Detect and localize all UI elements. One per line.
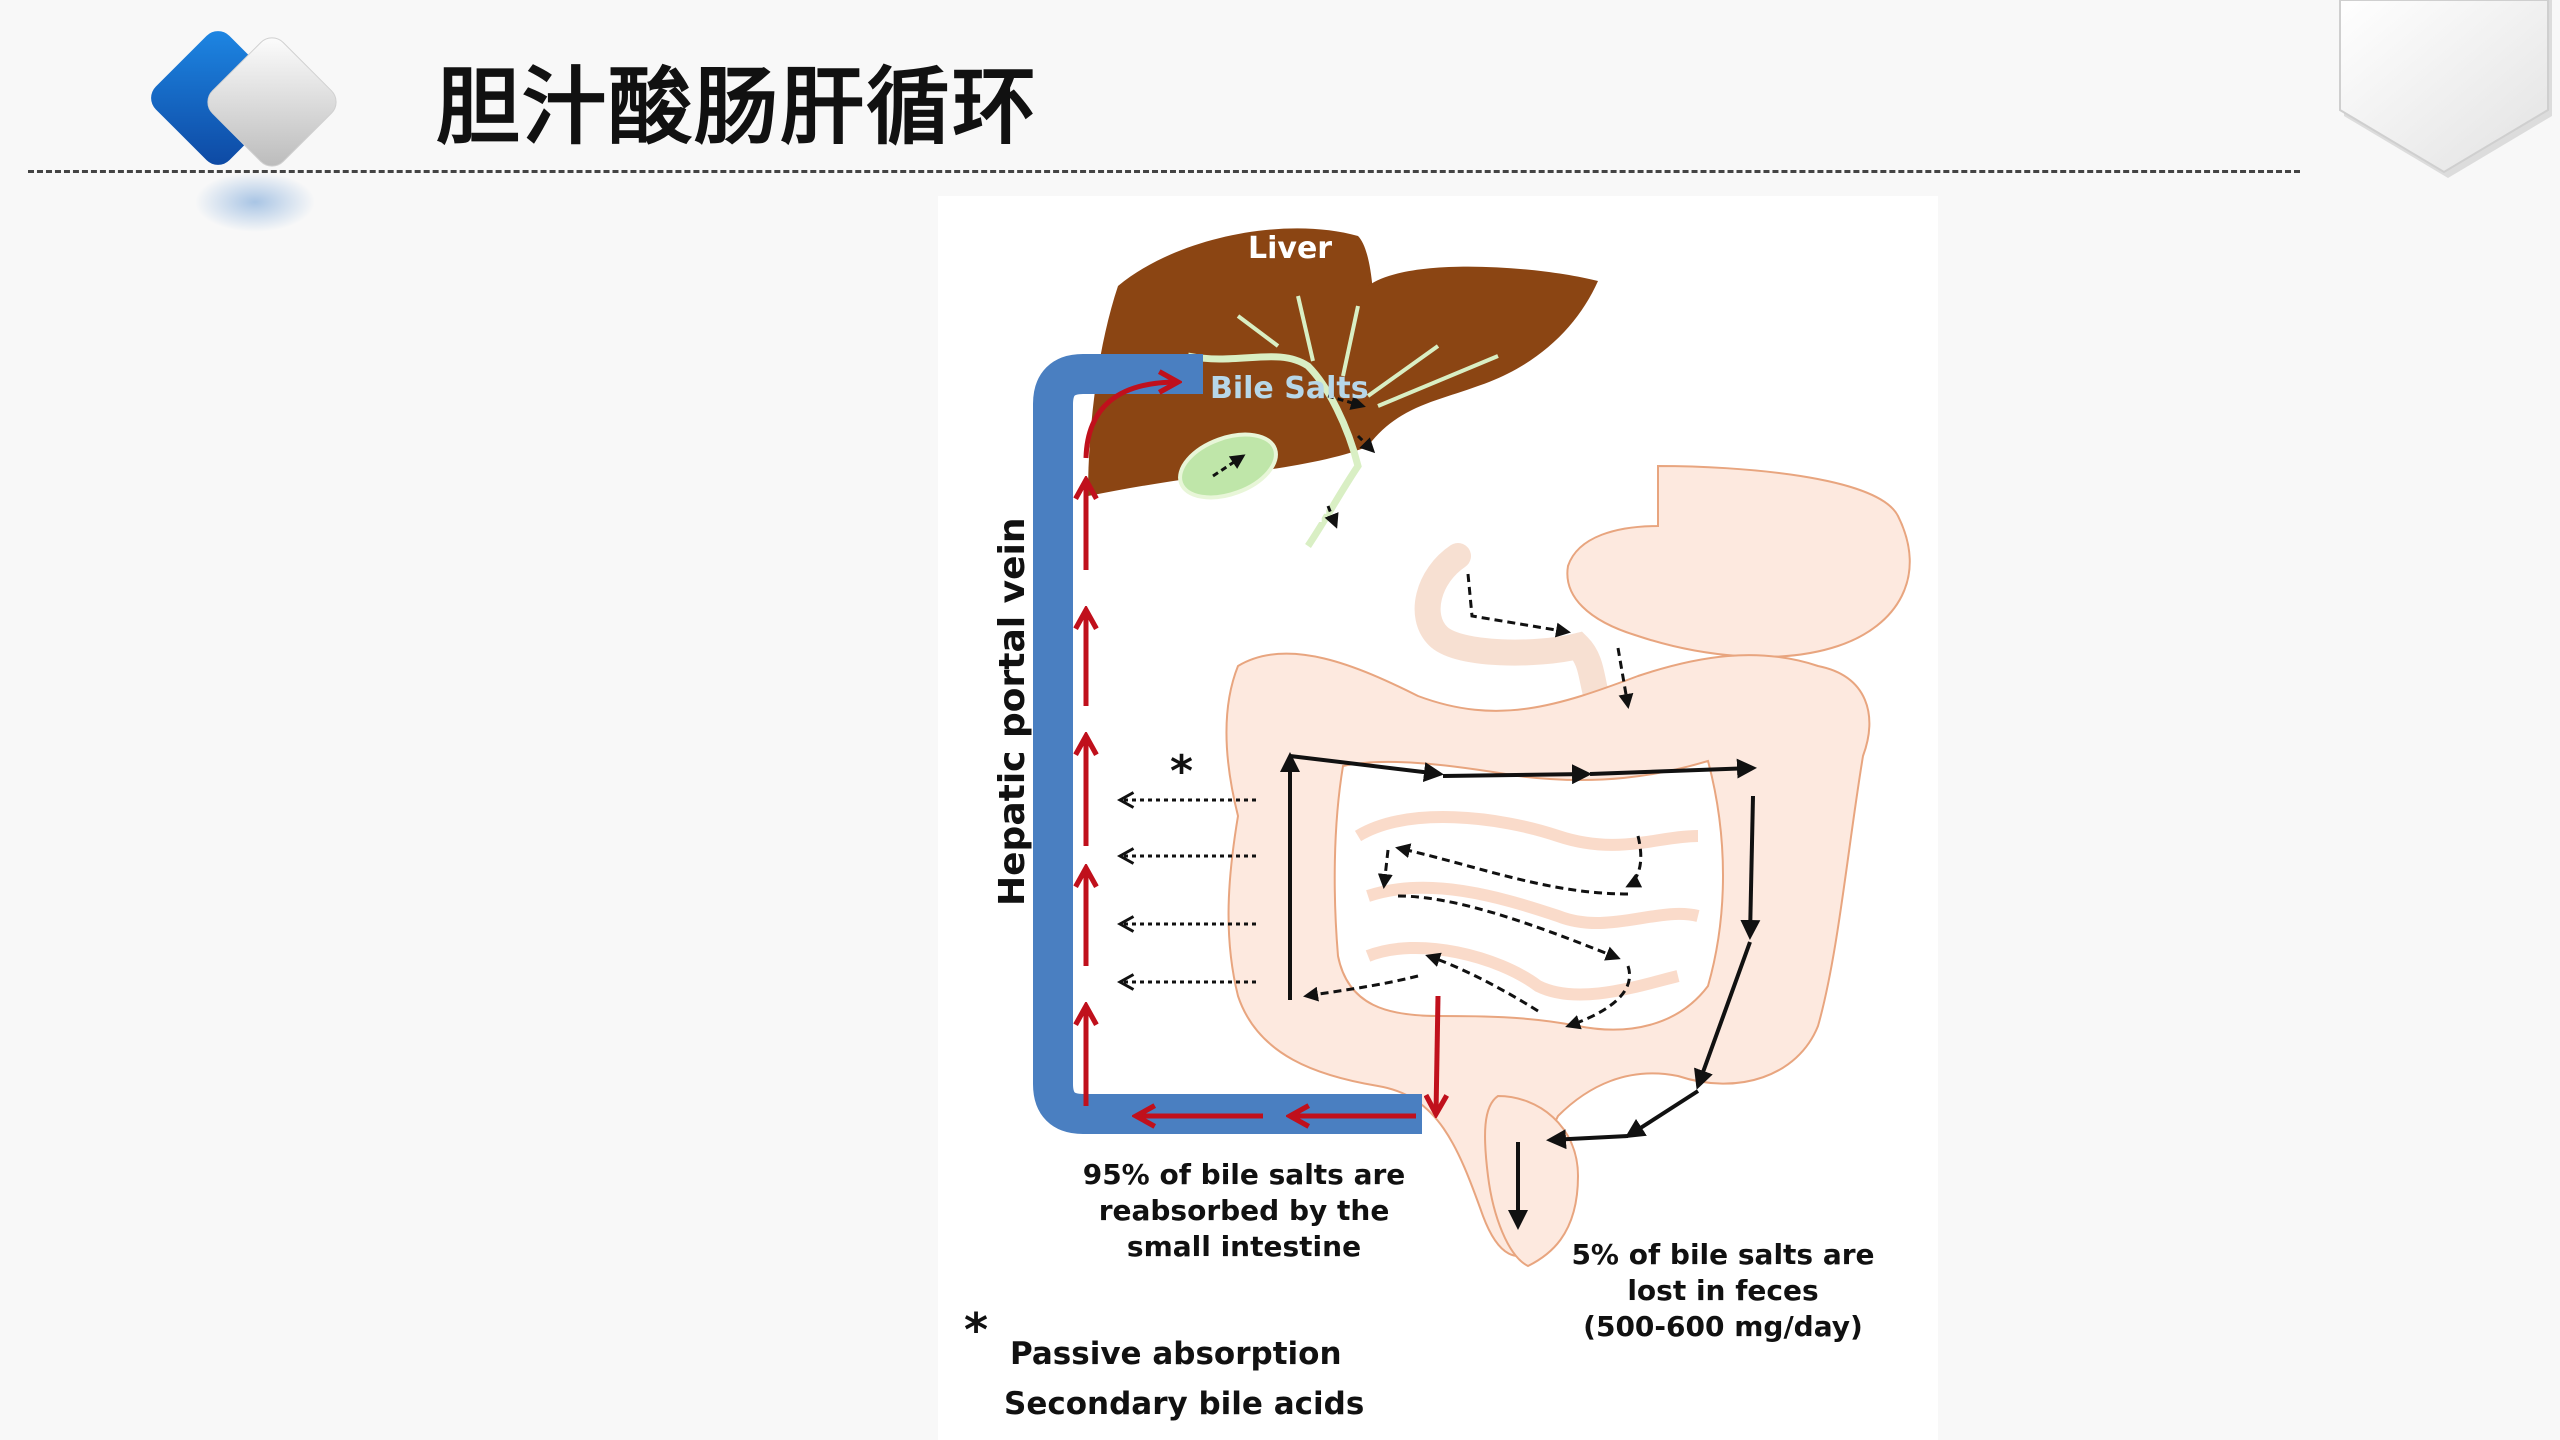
intestine-graphic (1225, 464, 1911, 1268)
bile-salts-label: Bile Salts (1210, 371, 1369, 406)
legend-secondary-bile-acids: Secondary bile acids (1004, 1386, 1364, 1422)
reabsorbed-line-3: small intestine (1127, 1230, 1361, 1263)
reabsorbed-line-2: reabsorbed by the (1099, 1194, 1390, 1227)
gallbladder-label: Gallbladder (1196, 503, 1326, 527)
title-divider (28, 170, 2300, 173)
asterisk-mark: * (1170, 746, 1193, 797)
lost-line-1: 5% of bile salts are (1571, 1238, 1874, 1271)
reabsorbed-note: 95% of bile salts are reabsorbed by the … (1083, 1158, 1406, 1263)
legend: * Passive absorption Secondary bile acid… (964, 1303, 1364, 1422)
corner-decoration (2330, 0, 2560, 190)
page-title: 胆汁酸肠肝循环 (436, 58, 1039, 156)
legend-passive-absorption: Passive absorption (1010, 1336, 1342, 1372)
passive-absorption-arrows: * (1120, 746, 1256, 982)
colon-flow-arrows (1280, 752, 1761, 1230)
lost-note: 5% of bile salts are lost in feces (500-… (1571, 1238, 1874, 1343)
small-intestine-flow (1303, 573, 1643, 1030)
enterohepatic-diagram: Liver Bile Salts Gallbladder Hepatic por… (938, 196, 1938, 1440)
portal-vein-label: Hepatic portal vein (992, 517, 1033, 906)
logo-diamond (130, 12, 380, 252)
liver-graphic: Liver Bile Salts Gallbladder (1088, 228, 1598, 548)
reabsorbed-line-1: 95% of bile salts are (1083, 1158, 1406, 1191)
lost-line-2: lost in feces (1627, 1274, 1818, 1307)
legend-asterisk: * (964, 1303, 988, 1357)
lost-line-3: (500-600 mg/day) (1583, 1310, 1863, 1343)
liver-label: Liver (1248, 231, 1332, 266)
portal-vein-graphic: Hepatic portal vein (992, 354, 1438, 1134)
